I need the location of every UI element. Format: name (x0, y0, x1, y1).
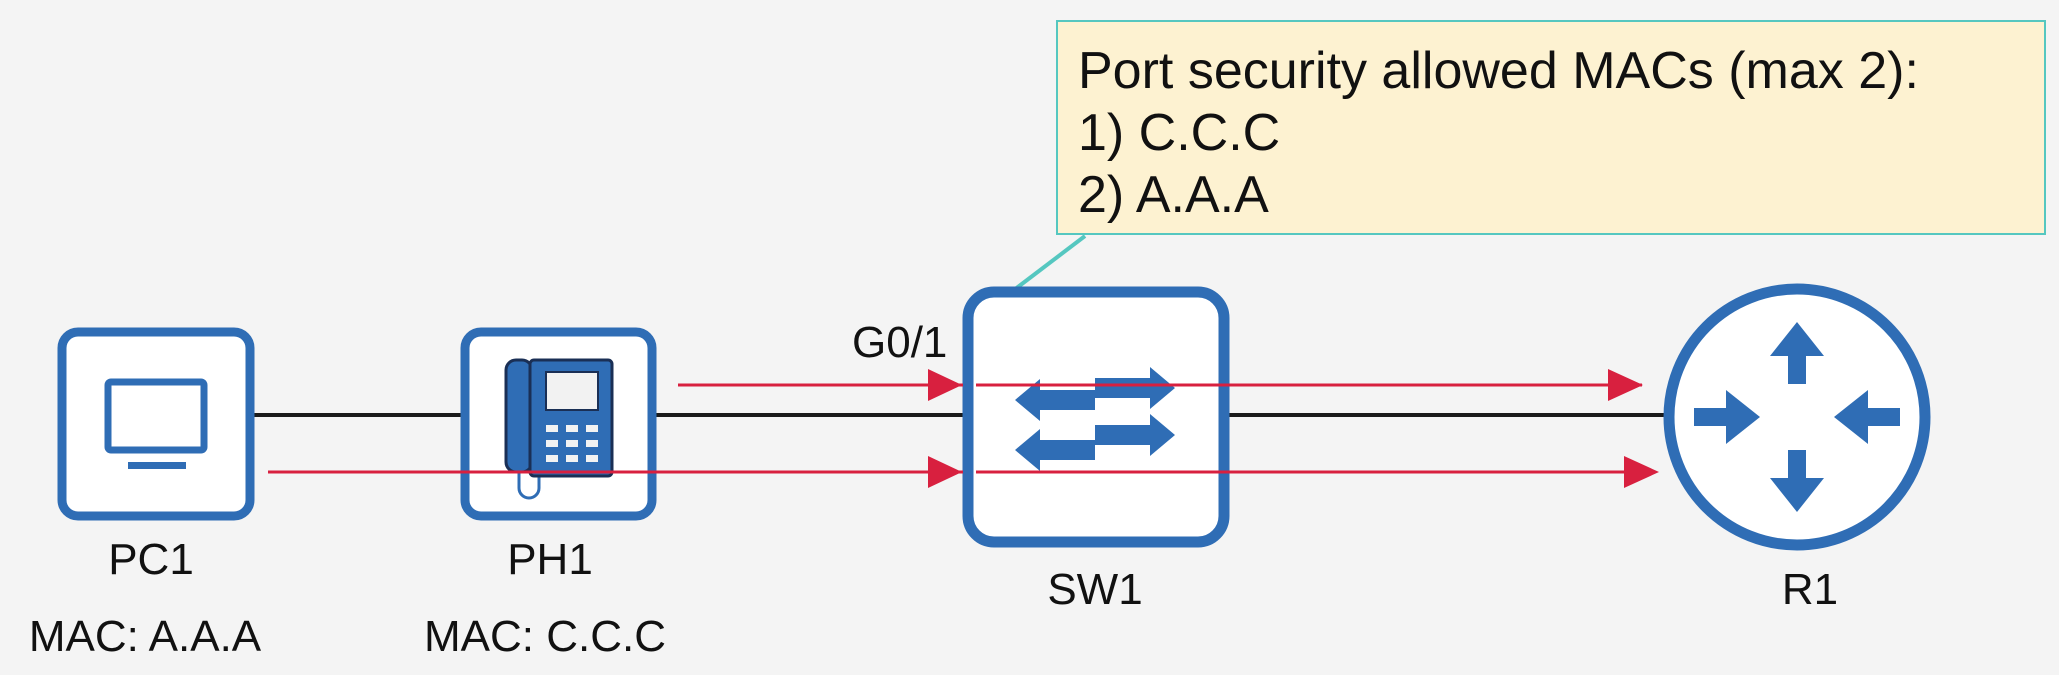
ip-phone-icon (504, 358, 614, 500)
pc1-device[interactable] (57, 327, 255, 521)
traffic-arrowhead-sw1-to-r1-bottom (1624, 456, 1659, 488)
callout-title: Port security allowed MACs (max 2): (1078, 42, 1919, 100)
monitor-icon (104, 378, 208, 469)
r1-name-label: R1 (1781, 565, 1839, 614)
ph1-name-label: PH1 (507, 535, 593, 584)
switch-arrows-icon (1015, 367, 1175, 471)
r1-device[interactable] (1663, 283, 1931, 551)
traffic-arrowhead-ph1-to-sw1 (928, 369, 962, 401)
port-label-g0-1: G0/1 (852, 318, 948, 367)
callout-item-1: 1) C.C.C (1078, 104, 1281, 162)
port-security-callout: Port security allowed MACs (max 2): 1) C… (1056, 20, 2046, 235)
traffic-arrowhead-sw1-to-r1-top (1608, 369, 1643, 401)
sw1-device[interactable] (962, 286, 1230, 548)
router-arrows-icon (1694, 322, 1900, 512)
ph1-device[interactable] (460, 327, 657, 521)
ph1-mac-label: MAC: C.C.C (424, 612, 666, 661)
pc1-name-label: PC1 (108, 535, 194, 584)
sw1-name-label: SW1 (1047, 565, 1143, 614)
callout-item-2: 2) A.A.A (1078, 166, 1269, 224)
pc1-mac-label: MAC: A.A.A (28, 612, 262, 661)
traffic-arrowhead-pc1-to-sw1 (928, 456, 962, 488)
